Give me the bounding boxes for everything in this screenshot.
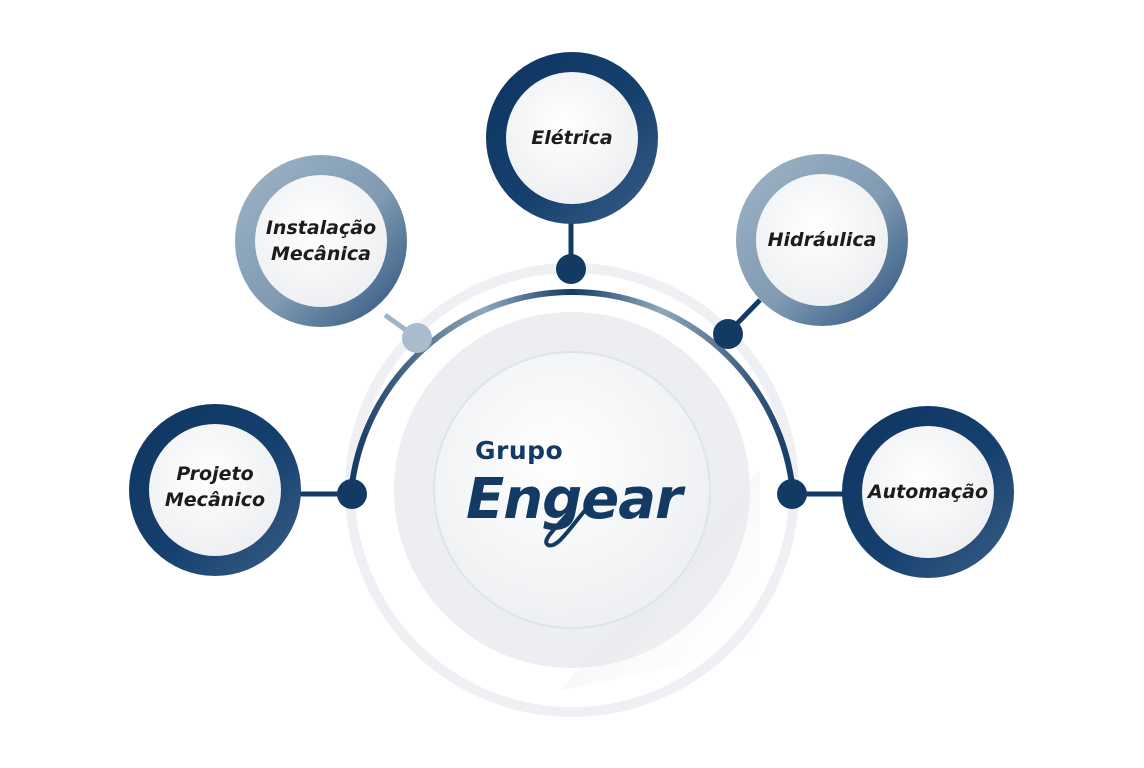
node-circle-hidraulica: [736, 154, 908, 326]
center-inner-disc: [433, 351, 711, 629]
node-label-eletrica: Elétrica: [531, 125, 612, 151]
node-label-hidraulica-line1: Hidráulica: [767, 229, 877, 251]
node-circle-instalacao-mecanica: [235, 155, 407, 327]
node-label-automacao-line1: Automação: [867, 481, 989, 503]
node-circle-eletrica: [486, 52, 658, 224]
junction-dot-hidraulica: [713, 319, 743, 349]
node-circle-projeto-mecanico: [129, 404, 301, 576]
node-label-eletrica-line1: Elétrica: [531, 127, 613, 149]
node-circle-automacao: [842, 406, 1014, 578]
node-label-automacao: Automação: [868, 479, 988, 505]
node-label-projeto-line2: Mecânico: [164, 489, 266, 511]
node-label-instalacao-mecanica: Instalação Mecânica: [266, 215, 376, 267]
brand-grupo: Grupo: [475, 436, 564, 465]
brand-engear: Engear: [466, 467, 683, 532]
node-label-instalacao-line1: Instalação: [265, 217, 377, 239]
node-label-projeto-mecanico: Projeto Mecânico: [165, 461, 265, 513]
junction-dot-eletrica: [556, 254, 586, 284]
node-label-instalacao-line2: Mecânica: [270, 243, 371, 265]
logo-swirl: [544, 503, 592, 548]
junction-dot-instalacao: [402, 323, 432, 353]
junction-dot-automacao: [777, 479, 807, 509]
connector-arc: [348, 289, 796, 494]
node-label-projeto-line1: Projeto: [176, 463, 254, 485]
junction-dot-projeto: [337, 479, 367, 509]
node-label-hidraulica: Hidráulica: [768, 227, 877, 253]
